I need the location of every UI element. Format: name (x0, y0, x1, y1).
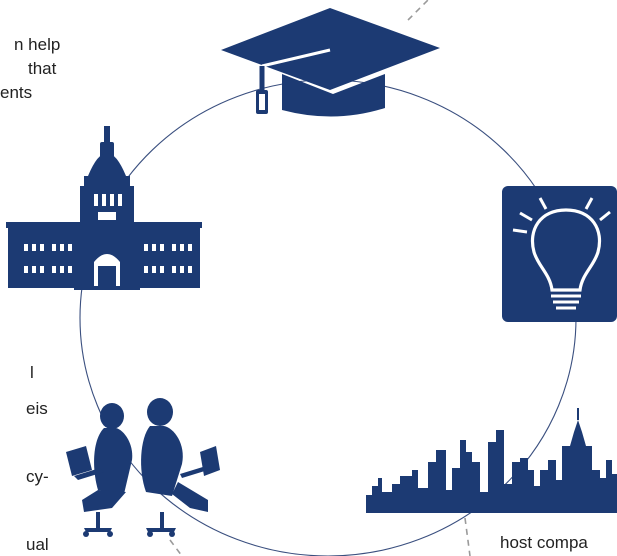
host-company-caption: host compa (500, 533, 588, 552)
text-fragment-middle-left-4: ual (26, 535, 49, 554)
text-fragment-top-left-1: n help (14, 35, 61, 54)
university-building-icon (6, 126, 202, 290)
dashed-connector-bottom-left (169, 539, 183, 556)
city-skyline-icon (366, 408, 617, 513)
text-fragment-middle-left-3: cy- (26, 467, 49, 486)
text-fragment-middle-left-2: eis (26, 399, 48, 418)
text-fragment-middle-left-1: l (30, 363, 34, 382)
light-bulb-icon (502, 186, 617, 322)
text-fragment-top-left-3: ents (0, 83, 33, 102)
text-fragment-top-left-2: that (28, 59, 57, 78)
dashed-connector-bottom-right (464, 517, 471, 556)
students-with-laptops-icon (66, 398, 220, 537)
graduation-cap-icon (221, 8, 440, 117)
dashed-connector-top (407, 0, 429, 21)
